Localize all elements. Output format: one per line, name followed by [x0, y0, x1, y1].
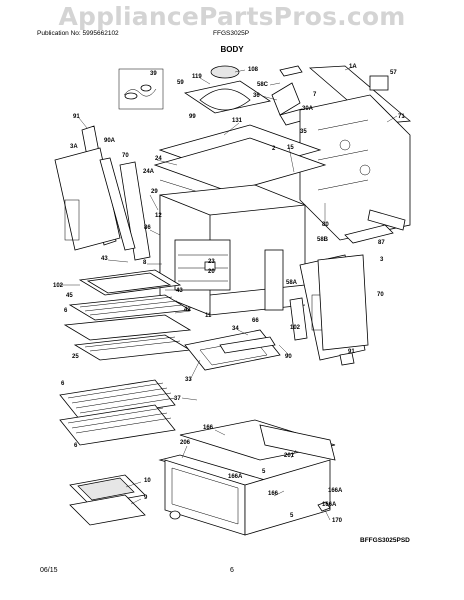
callout-6-rack1: 6 — [61, 381, 65, 387]
callout-91-bottom: 91 — [348, 349, 355, 355]
top-assembly — [183, 65, 309, 126]
callout-24: 24 — [155, 156, 162, 162]
callout-42: 42 — [184, 307, 191, 313]
callout-131: 131 — [232, 118, 243, 124]
callout-5-1: 5 — [262, 469, 266, 475]
callout-36: 36 — [253, 93, 260, 99]
callout-23: 23 — [208, 259, 215, 265]
oven-cavity — [159, 184, 306, 316]
callout-33: 33 — [185, 377, 192, 383]
callout-90a: 90A — [104, 138, 116, 144]
right-side-panels — [289, 209, 406, 366]
callout-39: 39 — [150, 71, 157, 77]
callout-90: 90 — [285, 354, 292, 360]
publication-number: Publication No: 5995662102 — [37, 30, 119, 37]
callout-86: 86 — [144, 225, 151, 231]
callout-35: 35 — [300, 129, 307, 135]
watermark: AppliancePartsPros.com — [58, 2, 406, 31]
callout-71: 71 — [398, 114, 405, 120]
callout-99: 99 — [189, 114, 196, 120]
callout-6-rack2: 6 — [74, 443, 78, 449]
callout-66: 66 — [252, 318, 259, 324]
callout-87: 87 — [378, 240, 385, 246]
callout-166a-2: 166A — [328, 488, 343, 494]
callout-91-top: 91 — [73, 114, 80, 120]
callout-1a: 1A — [349, 64, 357, 70]
rear-panel — [299, 65, 411, 241]
callout-25: 25 — [72, 354, 79, 360]
footer-page-number: 6 — [230, 567, 234, 574]
storage-drawer — [158, 419, 336, 536]
callout-166a-1: 166A — [228, 474, 243, 480]
callout-20: 20 — [208, 269, 215, 275]
oven-door-parts — [184, 329, 281, 371]
callout-59: 59 — [177, 80, 184, 86]
callout-2: 2 — [272, 146, 276, 152]
callout-58c: 58C — [257, 82, 269, 88]
callout-5-2: 5 — [290, 513, 294, 519]
callout-11: 11 — [205, 313, 212, 319]
callout-58a: 58A — [286, 280, 298, 286]
part-39-wire-harness — [118, 68, 164, 110]
callout-166-mid: 166 — [268, 491, 279, 497]
callout-9: 9 — [144, 495, 148, 501]
callout-37: 37 — [174, 396, 181, 402]
callout-166-top: 166 — [203, 425, 214, 431]
callout-166a-3: 166A — [322, 502, 337, 508]
callout-119: 119 — [192, 74, 202, 80]
callout-80: 80 — [322, 222, 329, 228]
callout-15: 15 — [287, 145, 294, 151]
broil-racks — [59, 379, 176, 446]
callout-108: 108 — [248, 67, 259, 73]
callout-102-right: 102 — [290, 325, 301, 331]
callout-7: 7 — [313, 92, 317, 98]
callout-43: 43 — [101, 256, 108, 262]
callout-29: 29 — [151, 189, 158, 195]
callout-30a: 30A — [302, 106, 314, 112]
oven-top-panel — [153, 124, 327, 206]
callout-10: 10 — [144, 478, 151, 484]
callout-58b: 58B — [317, 237, 329, 243]
callout-170: 170 — [332, 518, 343, 524]
callout-102-left: 102 — [53, 283, 64, 289]
broiler-pan — [69, 474, 146, 526]
oven-racks-and-trays — [63, 269, 192, 361]
callout-24a: 24A — [143, 169, 155, 175]
leader-lines — [60, 65, 398, 521]
left-side-panels — [54, 125, 151, 261]
model-number: FFGS3025P — [213, 30, 250, 37]
callout-206: 206 — [180, 440, 191, 446]
callout-34: 34 — [232, 326, 239, 332]
callout-201: 201 — [284, 453, 295, 459]
section-title: BODY — [220, 45, 244, 54]
callout-70-left: 70 — [122, 153, 129, 159]
callout-12: 12 — [155, 213, 162, 219]
callout-6-top: 6 — [64, 308, 68, 314]
callout-57: 57 — [390, 70, 397, 76]
diagram-code: BFFGS3025PSD — [360, 537, 410, 544]
footer-date: 06/15 — [40, 567, 58, 574]
callout-8: 8 — [143, 260, 147, 266]
callout-70-right: 70 — [377, 292, 384, 298]
callout-45: 45 — [66, 293, 73, 299]
callout-3: 3 — [380, 257, 384, 263]
callout-43b: 43 — [176, 288, 183, 294]
callout-3a: 3A — [70, 144, 78, 150]
